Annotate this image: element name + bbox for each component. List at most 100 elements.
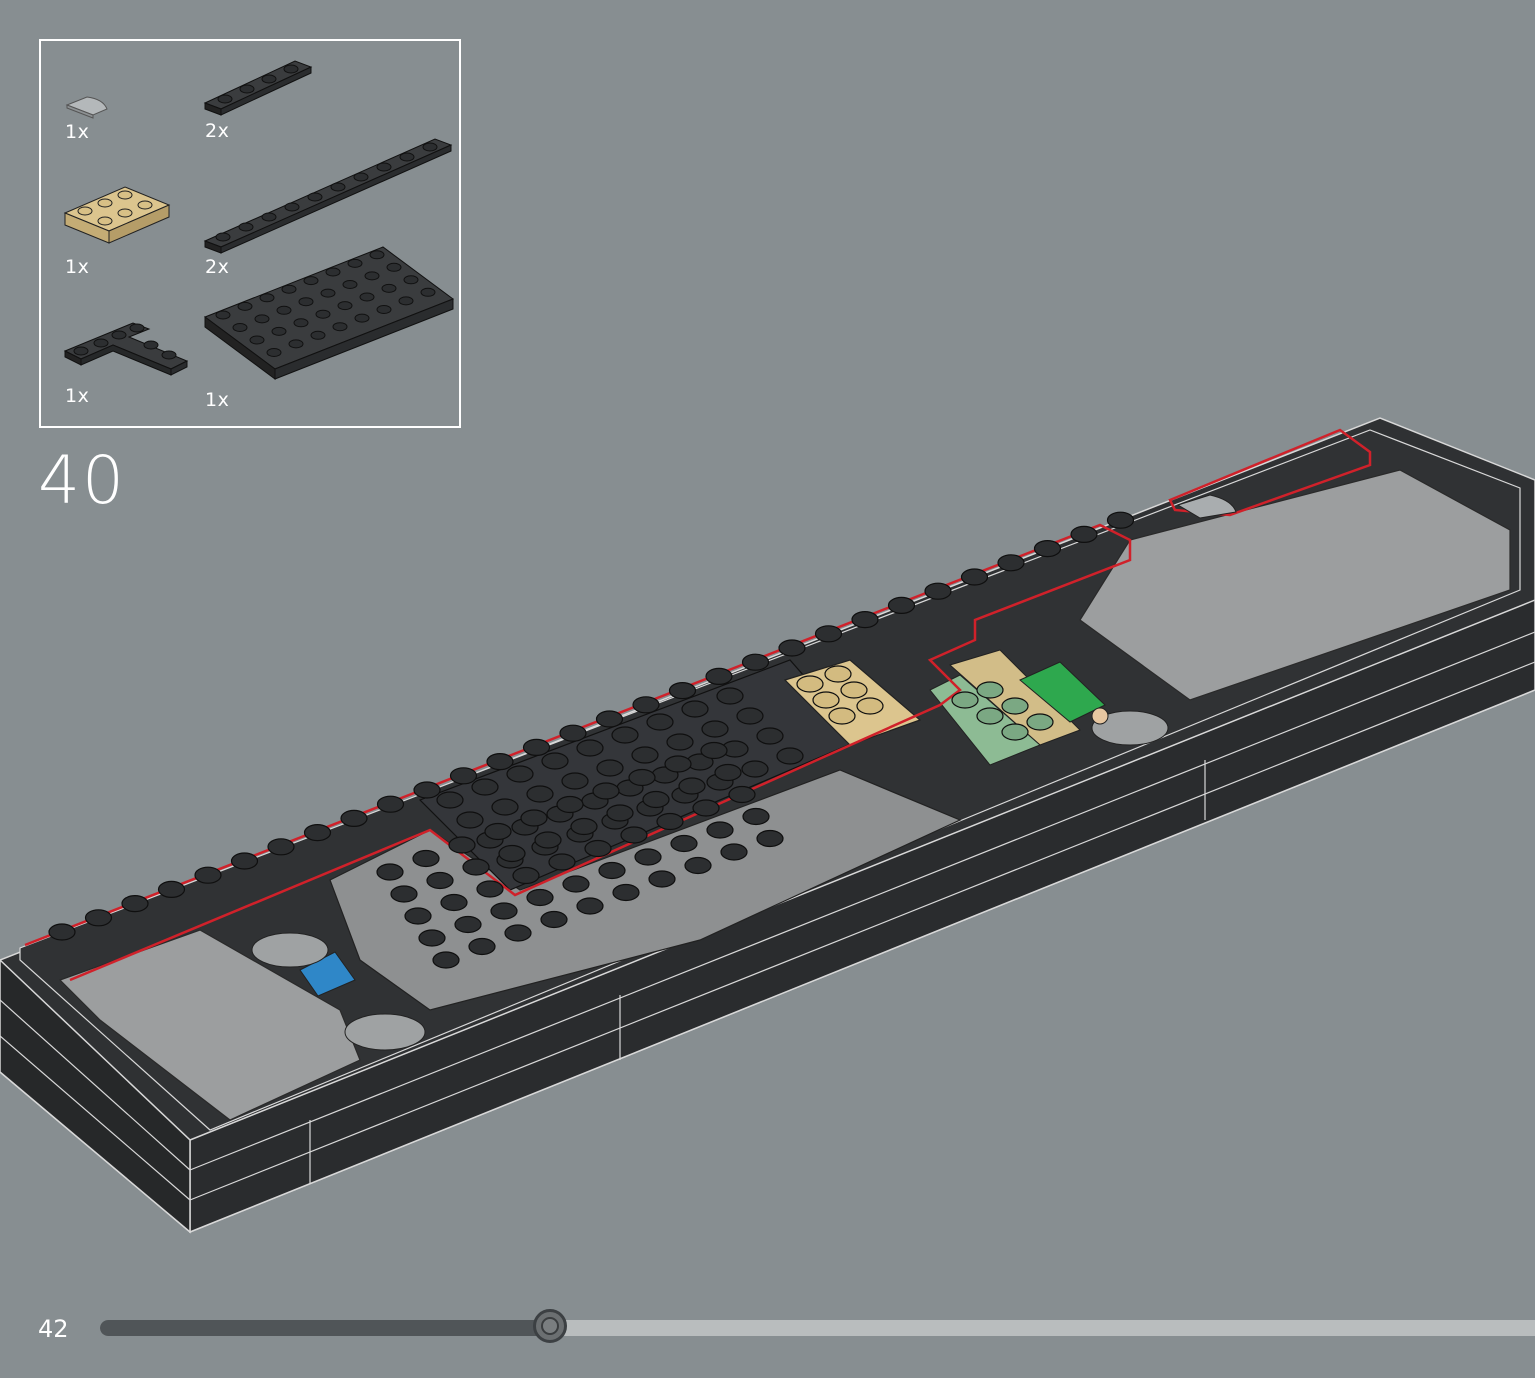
stud (570, 817, 598, 836)
stud (288, 339, 304, 349)
stud (595, 710, 624, 728)
stud (1033, 539, 1062, 558)
stud (526, 888, 554, 907)
stud (598, 861, 626, 880)
stud (997, 554, 1025, 572)
stud (340, 809, 368, 828)
stud (249, 335, 265, 345)
stud (741, 653, 770, 671)
stud (454, 915, 482, 934)
stud (471, 778, 499, 796)
stud (1026, 713, 1054, 731)
stud (440, 893, 468, 912)
stud (720, 843, 748, 861)
stud (887, 596, 916, 615)
stud (692, 799, 720, 817)
stud (512, 866, 540, 885)
stud (490, 902, 518, 920)
stud (628, 768, 656, 787)
part-qty: 2x (205, 256, 230, 278)
stud (84, 909, 113, 927)
stud (449, 767, 478, 785)
stud (347, 258, 363, 268)
stud (548, 853, 576, 871)
stud (194, 866, 222, 884)
stud (520, 809, 548, 827)
stud (812, 691, 840, 709)
stud (381, 283, 397, 293)
stud (403, 275, 419, 285)
stud (526, 785, 554, 803)
stud (157, 880, 186, 899)
stud (736, 707, 764, 725)
stud (254, 314, 270, 324)
stud (646, 713, 674, 731)
stud (741, 760, 769, 778)
stud (612, 883, 640, 902)
step-number: 40 (38, 442, 126, 519)
stud (1106, 511, 1135, 529)
stud (668, 681, 697, 700)
stud (776, 747, 804, 765)
stud (656, 812, 684, 831)
stud (728, 785, 756, 804)
progress-handle[interactable] (533, 1309, 567, 1343)
stud (681, 700, 709, 718)
stud (796, 675, 824, 693)
stud (462, 858, 490, 876)
stud (364, 271, 380, 281)
stud (369, 250, 385, 260)
stud (851, 610, 879, 629)
stud (266, 348, 282, 357)
stud (828, 707, 856, 725)
stud (584, 839, 612, 858)
stud (960, 568, 989, 586)
plate-1x4-icon (203, 60, 313, 116)
stud (215, 310, 231, 320)
stud (337, 301, 353, 311)
stud (576, 897, 604, 915)
progress-bar (100, 1309, 1535, 1343)
stud (1001, 723, 1029, 741)
stud (418, 929, 446, 947)
stud (951, 691, 979, 709)
stud (376, 305, 392, 314)
plate-4x8-icon (203, 246, 455, 380)
stud (705, 667, 733, 686)
stud (756, 727, 784, 745)
stud (976, 707, 1004, 725)
stud (561, 772, 589, 790)
stud (298, 297, 314, 307)
stud (701, 720, 729, 738)
stud (121, 894, 149, 913)
stud (706, 821, 734, 839)
page-number: 42 (38, 1315, 69, 1343)
stud (924, 582, 952, 600)
plate-corner-icon (63, 322, 189, 376)
stud (498, 844, 526, 863)
stud (293, 318, 309, 328)
part-qty: 2x (205, 120, 230, 142)
stud (559, 724, 587, 742)
stud (814, 625, 843, 643)
stud (420, 287, 436, 297)
stud (856, 697, 884, 715)
stud (456, 811, 484, 829)
stud (700, 741, 728, 760)
stud (281, 284, 297, 294)
stud (556, 795, 584, 814)
model-illustration (0, 417, 1535, 1234)
part-qty: 1x (65, 385, 90, 407)
stud (562, 875, 590, 893)
stud (232, 323, 248, 332)
stud (541, 752, 569, 770)
stud (325, 267, 341, 277)
stud (684, 856, 712, 875)
stud (840, 681, 868, 699)
plate-1x10-icon (203, 138, 453, 254)
stud (648, 870, 676, 888)
stud (276, 305, 292, 315)
progress-fill (100, 1320, 550, 1336)
stud (271, 326, 287, 336)
stud (448, 836, 476, 854)
